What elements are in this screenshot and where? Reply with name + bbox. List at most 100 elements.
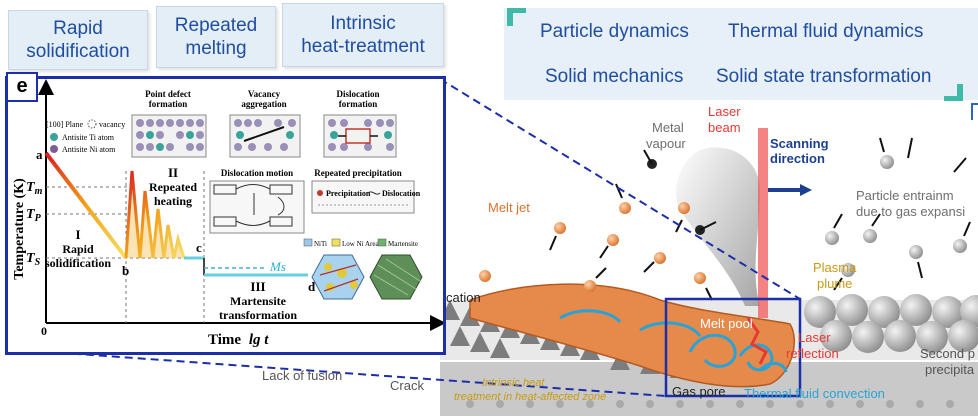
spatter-particles bbox=[479, 149, 717, 301]
laser-reflection-path bbox=[746, 317, 768, 365]
inset-panel-e: Temperature (K) 0 Time lg t Tm TP TS a b bbox=[5, 76, 446, 355]
panel-corner-marks bbox=[507, 8, 978, 120]
point-b: b bbox=[122, 263, 129, 278]
stage-iii-line2: transformation bbox=[219, 308, 297, 322]
entrainment-label-1: Particle entrainm bbox=[856, 188, 954, 203]
tab-rapid-solidification: Rapid solidification bbox=[8, 10, 148, 70]
tm-label: Tm bbox=[26, 180, 43, 197]
second-phase-label-1: Second p bbox=[920, 346, 975, 361]
zoom-connector-top bbox=[439, 78, 801, 300]
tab-rapid-line2: solidification bbox=[26, 41, 130, 62]
crack-label: Crack bbox=[390, 378, 424, 393]
phase-legend-niti: NiTi bbox=[314, 240, 327, 248]
melt-pool-label: Melt pool bbox=[700, 316, 753, 331]
stage-iii-line1: Martensite bbox=[230, 294, 287, 308]
gas-pore-label: Gas pore bbox=[672, 384, 725, 399]
stage-ii-num: II bbox=[168, 165, 178, 180]
plasma-plume-label-1: Plasma bbox=[813, 260, 857, 275]
origin-label: 0 bbox=[41, 324, 47, 338]
defect-title-2a: Vacancy bbox=[248, 89, 281, 99]
defect-title-2b: aggregation bbox=[241, 99, 286, 109]
corner-mark-right-icon bbox=[944, 84, 963, 101]
second-phase-label-2: precipita bbox=[925, 362, 975, 377]
plasma-plume-label-2: plume bbox=[817, 276, 852, 291]
topic-particle-dynamics: Particle dynamics bbox=[540, 21, 689, 42]
laser-beam bbox=[758, 128, 768, 318]
metal-vapour-plume bbox=[676, 147, 760, 306]
cut-label: cation bbox=[446, 290, 481, 305]
scanning-label-2: direction bbox=[770, 151, 825, 166]
legend-ni: Antisite Ni atom bbox=[62, 145, 116, 154]
tab-rapid-line1: Rapid bbox=[53, 18, 103, 39]
metal-vapour-label-2: vapour bbox=[646, 136, 686, 151]
thermal-convection-swirls bbox=[559, 309, 788, 373]
defect-title-1b: formation bbox=[149, 99, 188, 109]
thermal-convection-label: Thermal fluid convection bbox=[744, 386, 885, 401]
tab-intrinsic-heat-treatment: Intrinsic heat-treatment bbox=[282, 3, 444, 67]
reheating-peaks bbox=[124, 170, 186, 259]
intrinsic-heat-label-2: treatment in heat-affected zone bbox=[454, 391, 606, 403]
melt-track bbox=[469, 283, 795, 388]
cooling-curve bbox=[44, 151, 128, 260]
legend-ti: Antisite Ti atom bbox=[62, 133, 115, 142]
defect-title-3b: formation bbox=[339, 99, 378, 109]
phase-legend-lowni: Low Ni Area bbox=[342, 240, 379, 248]
x-axis-italic: lg t bbox=[249, 332, 269, 348]
repeated-precipitation-title: Repeated precipitation bbox=[314, 168, 402, 178]
point-d: d bbox=[308, 279, 316, 294]
laser-reflection-label-2: reflection bbox=[786, 346, 839, 361]
defect-title-3a: Dislocation bbox=[336, 89, 379, 99]
process-labels: Laser beam Scanning direction Metal vapo… bbox=[262, 104, 975, 403]
martensite-hexagon bbox=[369, 254, 423, 300]
laser-beam-label-1: Laser bbox=[708, 104, 741, 119]
point-a: a bbox=[36, 147, 43, 162]
tab-repeated-melting: Repeated melting bbox=[156, 6, 276, 68]
x-axis-main: Time bbox=[208, 332, 241, 348]
stage-i-line2: solidification bbox=[45, 256, 111, 270]
tab-repeated-line2: melting bbox=[185, 38, 247, 59]
thermal-history-diagram: Temperature (K) 0 Time lg t Tm TP TS a b bbox=[12, 79, 443, 348]
cut-box-edge bbox=[971, 103, 978, 120]
lack-of-fusion-label: Lack of fusion bbox=[262, 368, 342, 383]
ms-label: Ms bbox=[269, 259, 286, 274]
topic-solid-mechanics: Solid mechanics bbox=[545, 66, 684, 87]
entrainment-label-2: due to gas expansi bbox=[856, 204, 965, 219]
stage-i-num: I bbox=[75, 227, 80, 242]
zoom-connector-bottom bbox=[7, 348, 667, 397]
y-axis-label: Temperature (K) bbox=[12, 178, 27, 280]
lattice-boxes bbox=[131, 114, 397, 158]
precipitation-label: Precipitation bbox=[326, 189, 371, 198]
stage-iii-num: III bbox=[250, 279, 265, 294]
substrate-dots bbox=[466, 400, 954, 408]
legend-plane: [100] Plane bbox=[46, 120, 84, 129]
x-axis-label: Time lg t bbox=[208, 332, 269, 348]
ts-label: TS bbox=[26, 251, 41, 268]
dislocation-motion-title: Dislocation motion bbox=[221, 168, 293, 178]
melt-pool-zoom-box bbox=[664, 297, 802, 398]
dislocation-motion-box bbox=[209, 180, 305, 234]
scanning-arrowhead-icon bbox=[800, 184, 812, 196]
topic-thermal-fluid-dynamics: Thermal fluid dynamics bbox=[728, 21, 924, 42]
legend-vacancy: vacancy bbox=[99, 120, 125, 129]
melt-jet-label: Melt jet bbox=[488, 200, 530, 215]
tp-label: TP bbox=[26, 207, 42, 224]
metal-vapour-label-1: Metal bbox=[652, 120, 684, 135]
stage-ii-line2: heating bbox=[154, 194, 192, 208]
tab-intrinsic-line2: heat-treatment bbox=[301, 36, 425, 57]
laser-beam-label-2: beam bbox=[708, 120, 741, 135]
corner-mark-left-icon bbox=[507, 8, 526, 26]
defect-title-1a: Point defect bbox=[145, 89, 191, 99]
phase-legend-martensite: Martensite bbox=[388, 240, 418, 248]
stage-i-line1: Rapid bbox=[62, 242, 94, 256]
tab-repeated-line1: Repeated bbox=[174, 15, 258, 36]
topic-solid-state-transformation: Solid state transformation bbox=[716, 66, 932, 87]
entrained-particles bbox=[825, 137, 971, 291]
laser-reflection-label-1: Laser bbox=[798, 330, 831, 345]
scanning-label-1: Scanning bbox=[770, 136, 829, 151]
precipitation-box bbox=[311, 180, 415, 214]
point-c: c bbox=[196, 240, 202, 255]
intrinsic-heat-label-1: Intrinsic heat bbox=[482, 377, 545, 389]
topics-panel bbox=[504, 8, 978, 100]
